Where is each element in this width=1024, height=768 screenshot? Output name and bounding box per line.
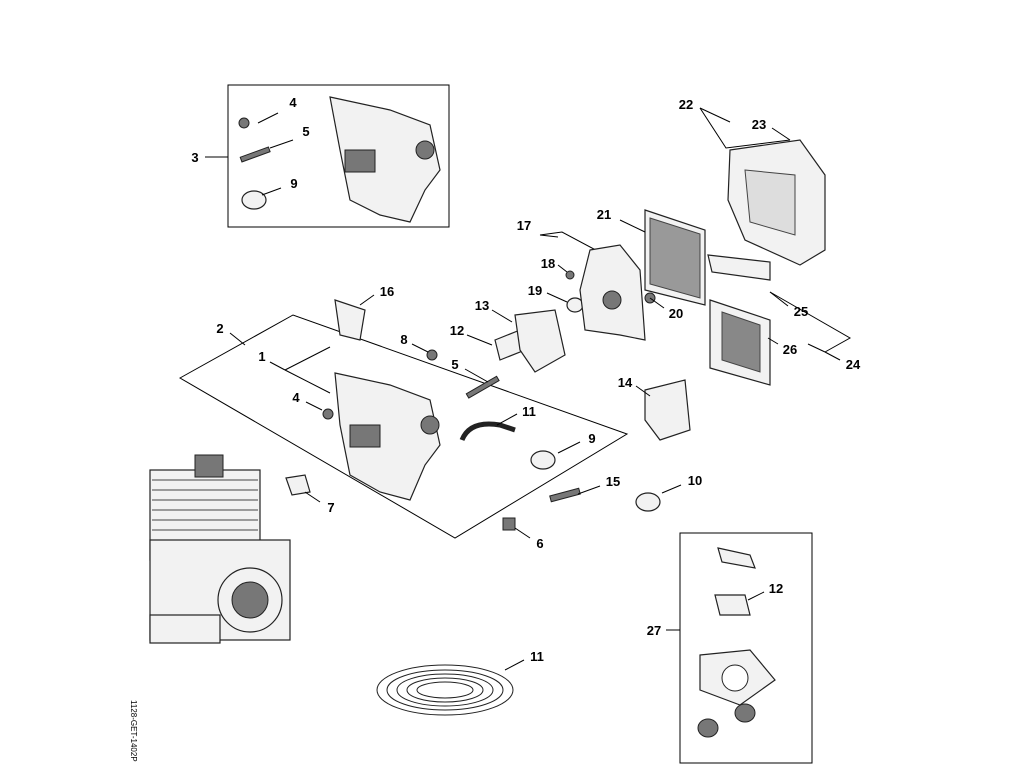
leader-line (747, 591, 765, 601)
part-label-27: 27 (647, 623, 661, 638)
leader-line (305, 401, 323, 411)
part-label-21: 21 (597, 207, 611, 222)
leader-line (769, 291, 789, 307)
part-label-13: 13 (475, 298, 489, 313)
leader-line (619, 219, 646, 233)
leader-line (514, 527, 531, 539)
leader-line (557, 441, 581, 454)
leader-line (257, 112, 279, 124)
part-label-9: 9 (588, 431, 595, 446)
leader-line (261, 187, 282, 196)
filter-element (709, 299, 771, 386)
filter-cover (707, 139, 826, 281)
group-frame-2 (178, 314, 629, 539)
leader-line (491, 309, 513, 323)
part-label-26: 26 (783, 342, 797, 357)
part-label-5: 5 (302, 124, 309, 139)
leader-line (411, 343, 429, 353)
leader-line (546, 292, 568, 303)
leader-line (504, 659, 525, 671)
leader-line (635, 385, 651, 397)
gasket-kit (697, 547, 776, 738)
leader-line (466, 334, 493, 346)
leader-line (577, 485, 601, 495)
group-frame-27 (679, 532, 813, 764)
drawing-code: 1128-GET-1402P (129, 700, 138, 762)
leader-line (699, 107, 731, 123)
air-filter (644, 209, 706, 306)
part-label-2: 2 (216, 321, 223, 336)
part-label-11: 11 (522, 404, 536, 419)
leader-line (824, 351, 841, 361)
part-label-1: 1 (258, 349, 265, 364)
engine-illustration (149, 454, 291, 644)
part-label-9: 9 (290, 176, 297, 191)
carburetor-housing (322, 372, 441, 501)
leader-line (539, 234, 559, 238)
leader-line (269, 139, 294, 149)
leader-line (229, 332, 246, 346)
part-label-3: 3 (191, 150, 198, 165)
part-label-23: 23 (752, 117, 766, 132)
leader-line (359, 294, 375, 306)
part-label-22: 22 (679, 97, 693, 112)
leader-line (661, 484, 682, 494)
part-label-12: 12 (450, 323, 464, 338)
part-label-15: 15 (606, 474, 620, 489)
part-label-18: 18 (541, 256, 555, 271)
part-label-6: 6 (536, 536, 543, 551)
part-label-5: 5 (451, 357, 458, 372)
leader-line (269, 361, 286, 371)
part-label-24: 24 (846, 357, 861, 372)
leader-line (771, 127, 791, 141)
part-label-7: 7 (327, 500, 334, 515)
part-label-14: 14 (618, 375, 633, 390)
leader-line (304, 491, 321, 503)
leader-line (557, 264, 568, 273)
part-label-4: 4 (289, 95, 297, 110)
leader-line (649, 297, 665, 309)
group-frame-3 (227, 84, 450, 228)
part-label-12: 12 (769, 581, 783, 596)
part-label-20: 20 (669, 306, 683, 321)
small-parts (285, 140, 801, 531)
part-label-17: 17 (517, 218, 531, 233)
part-label-25: 25 (794, 304, 808, 319)
fuel-hose-coil (376, 664, 514, 716)
bracket-22 (699, 107, 791, 149)
part-label-19: 19 (528, 283, 542, 298)
carburetor-housing-small (238, 96, 441, 223)
part-label-4: 4 (292, 390, 300, 405)
part-label-16: 16 (380, 284, 394, 299)
leader-line (767, 337, 779, 345)
bracket-24 (769, 291, 852, 353)
part-label-8: 8 (400, 332, 407, 347)
part-label-11: 11 (530, 649, 544, 664)
bracket-17 (539, 231, 606, 256)
part-label-10: 10 (688, 473, 702, 488)
leader-line (464, 368, 489, 383)
leader-line (496, 413, 518, 426)
